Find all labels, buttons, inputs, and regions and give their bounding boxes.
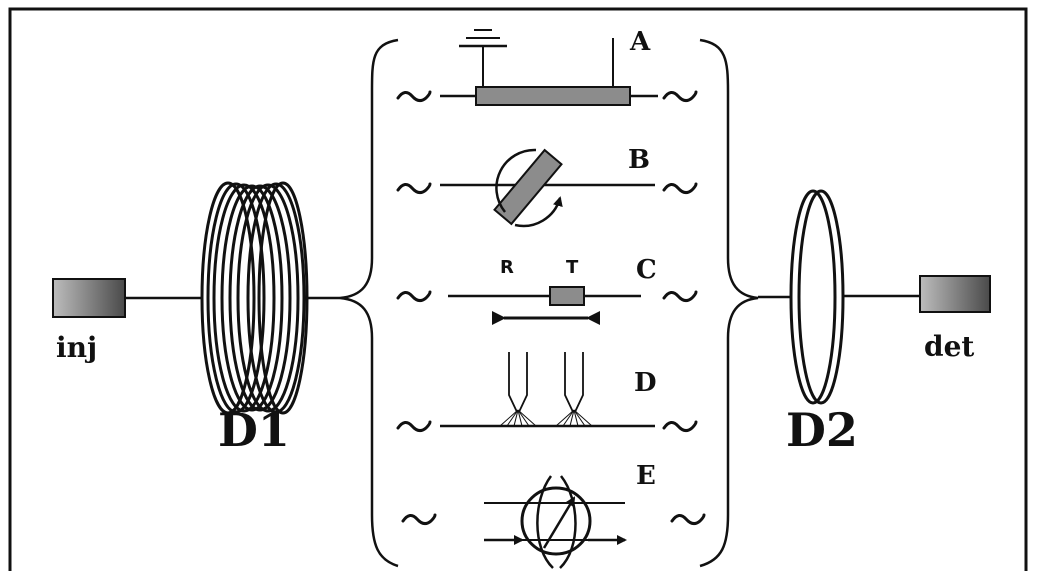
frame-border xyxy=(8,7,1028,571)
probe-2-spray xyxy=(555,409,593,427)
detector-block xyxy=(919,275,991,313)
option-e-valve xyxy=(520,486,592,556)
option-d: D xyxy=(440,352,657,428)
option-b-label: B xyxy=(628,145,650,175)
probe-1 xyxy=(508,352,528,413)
right-brace xyxy=(699,38,759,568)
detector-label: det xyxy=(924,330,974,363)
option-c-t-label: T xyxy=(566,257,579,278)
coil-d1 xyxy=(200,181,309,415)
option-b: B xyxy=(440,145,655,228)
probe-1-spray xyxy=(499,409,537,427)
option-b-rotor xyxy=(493,148,563,226)
option-d-label: D xyxy=(634,368,657,398)
injector-block xyxy=(52,278,126,318)
left-brace xyxy=(339,38,399,568)
option-e-label: E xyxy=(636,461,656,491)
option-c-label: C xyxy=(636,255,657,285)
coil-d2-label: D2 xyxy=(786,403,858,457)
coil-d2 xyxy=(789,189,845,405)
option-a: A xyxy=(440,27,658,106)
option-c: R T C xyxy=(448,255,657,325)
option-a-block xyxy=(475,86,631,106)
option-c-block xyxy=(549,286,585,306)
tilde-marks xyxy=(396,90,706,526)
coil-d1-label: D1 xyxy=(218,403,290,457)
option-e: E xyxy=(484,461,656,569)
option-c-r-label: R xyxy=(500,257,514,278)
injector-label: inj xyxy=(56,331,97,364)
probe-2 xyxy=(564,352,584,413)
option-a-label: A xyxy=(629,27,651,57)
